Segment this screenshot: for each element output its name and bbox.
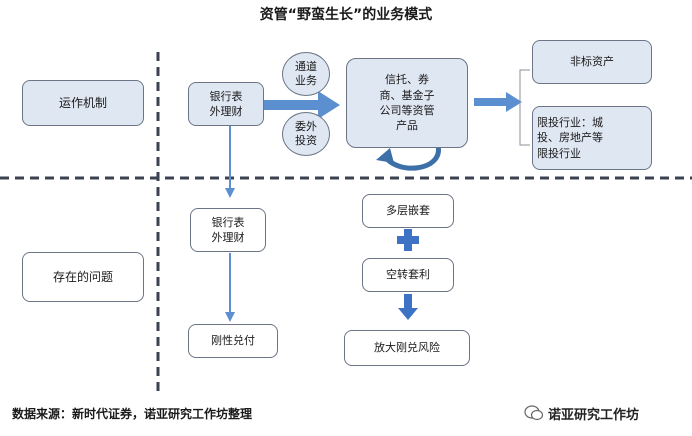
- idle-arbitrage-box: 空转套利: [362, 258, 454, 292]
- plus-vertical: [404, 229, 412, 251]
- multi-layer-nesting-box: 多层嵌套: [362, 194, 454, 228]
- source-footnote: 数据来源：新时代证券，诺亚研究工作坊整理: [12, 407, 253, 421]
- rigid-down-head: [225, 312, 235, 322]
- diagram-title: 资管“野蛮生长”的业务模式: [259, 7, 433, 23]
- rigid-payment-box: 刚性兑付: [188, 324, 278, 358]
- loop-arrowhead: [376, 148, 394, 163]
- problems-bank-wmp-box: 银行表 外理财: [190, 208, 266, 252]
- products-to-assets-arrow: [474, 92, 522, 112]
- watermark-text: 诺亚研究工作坊: [548, 408, 640, 423]
- wechat-logo-icon: [524, 405, 544, 421]
- asset-management-products-box: 信托、券 商、基金子 公司等资管 产品: [346, 58, 468, 148]
- bank-to-products-arrow: [250, 91, 340, 119]
- restricted-industries-box: 限投行业：城 投、房地产等 限投行业: [532, 106, 652, 170]
- risk-arrow-head: [398, 308, 418, 320]
- assets-bracket: [519, 69, 530, 146]
- row-label-operation: 运作机制: [22, 80, 144, 126]
- row-label-problems: 存在的问题: [22, 252, 144, 302]
- amplified-risk-box: 放大刚兑风险: [344, 330, 470, 366]
- risk-arrow-shaft: [404, 294, 412, 310]
- delegated-investment-ellipse: 委外 投资: [282, 112, 330, 156]
- channel-business-ellipse: 通道 业务: [282, 52, 330, 96]
- loop-arrow: [382, 144, 441, 171]
- nonstandard-assets-box: 非标资产: [532, 40, 652, 84]
- bank-off-balance-wmp-box: 银行表 外理财: [188, 82, 264, 126]
- bank-down-head: [225, 188, 235, 198]
